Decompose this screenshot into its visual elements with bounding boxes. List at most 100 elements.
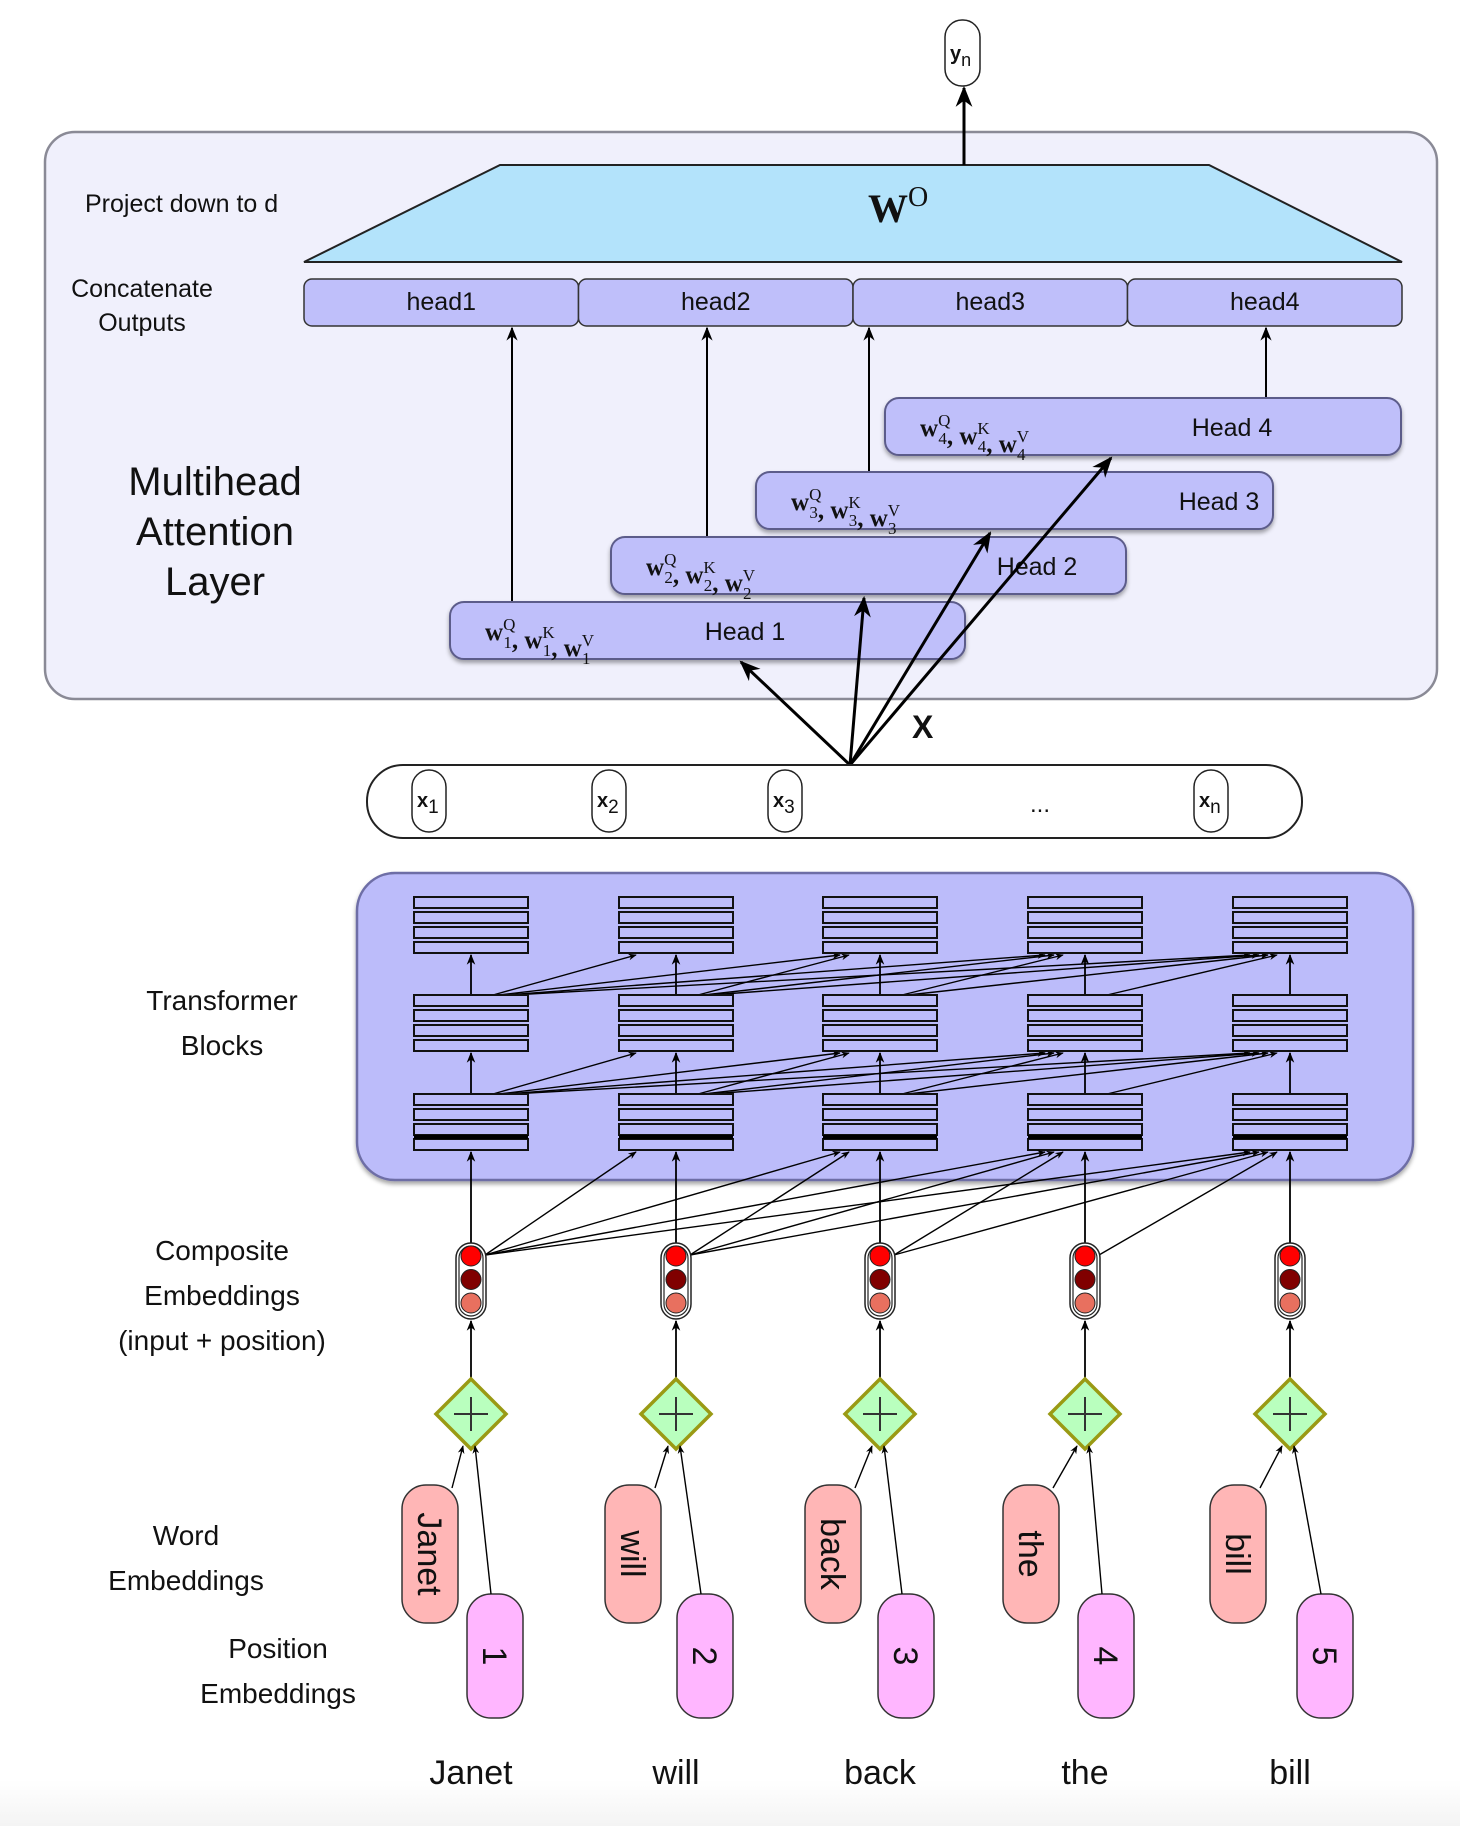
block-bar	[1027, 1024, 1143, 1037]
word-embedding-label: Janet	[410, 1512, 448, 1596]
token-word-label: back	[844, 1754, 917, 1792]
concat-head-1: head1	[303, 278, 580, 327]
word-embedding: Janet	[401, 1484, 459, 1624]
attention-arrow	[901, 953, 1064, 996]
multihead-attention-layer: Project down to d Concatenate Outputs Mu…	[43, 85, 1439, 767]
position-to-adder-arrow	[881, 1445, 903, 1595]
position-embedding-label: 3	[886, 1647, 924, 1666]
output-label: yn	[950, 43, 971, 70]
composite-label-line-1: Composite	[155, 1235, 289, 1266]
block-bar	[618, 941, 734, 954]
block-bar	[1232, 1123, 1348, 1136]
input-token-2: x2	[591, 769, 627, 833]
concat-label-line-1: Concatenate	[71, 275, 213, 303]
block-bar	[1027, 911, 1143, 924]
multihead-title-line-2: Attention	[136, 510, 294, 554]
block-bar	[822, 896, 938, 909]
composite-label-line-2: Embeddings	[144, 1280, 300, 1311]
block-bar	[1232, 1138, 1348, 1151]
embedding-attention-arrow	[484, 1149, 1251, 1256]
token-word-label: the	[1061, 1754, 1108, 1792]
embedding-dot	[869, 1269, 891, 1290]
multihead-title-line-3: Layer	[165, 560, 265, 604]
block-bar	[1027, 926, 1143, 939]
block-bar	[822, 1123, 938, 1136]
attention-arrow	[697, 953, 850, 996]
concat-head-3: head3	[852, 278, 1129, 327]
block-bar	[413, 1039, 529, 1052]
embedding-attention-arrow	[689, 1150, 1055, 1256]
block-bar	[618, 994, 734, 1007]
x-to-head-2-arrow	[848, 595, 871, 766]
block-bar	[822, 994, 938, 1007]
embedding-attention-arrow	[689, 1150, 1260, 1256]
block-bar	[413, 1024, 529, 1037]
attention-arrow	[703, 1050, 1055, 1095]
word-embedding-pill	[401, 1484, 459, 1624]
transformer-block-L2-2	[618, 994, 734, 1052]
embedding-dot	[1074, 1245, 1096, 1267]
block-bar	[822, 1024, 938, 1037]
transformer-block-L1-3	[822, 1093, 938, 1151]
transformer-block-L1-5	[1232, 1093, 1348, 1151]
token-column-3: back 3 back	[804, 1242, 935, 1792]
position-embedding: 1	[466, 1593, 524, 1719]
input-token-1: x1	[411, 769, 447, 833]
transformer-block-L3-2	[618, 896, 734, 954]
input-token-box	[1193, 769, 1229, 833]
attention-arrow	[907, 1050, 1269, 1095]
input-fan-arrows	[739, 456, 1113, 767]
transformer-block-L3-3	[822, 896, 938, 954]
word-to-adder-arrow	[654, 1445, 669, 1489]
block-bar	[413, 1138, 529, 1151]
transformer-block-L2-4	[1027, 994, 1143, 1052]
transformer-block-L3-4	[1027, 896, 1143, 954]
word-embedding-pill	[804, 1484, 862, 1624]
embedding-dot	[460, 1269, 482, 1290]
block-bar	[413, 926, 529, 939]
input-token-label: x3	[773, 790, 795, 818]
embedding-dot	[665, 1245, 687, 1267]
position-embedding: 4	[1077, 1593, 1135, 1719]
position-embeddings-label-line-2: Embeddings	[200, 1678, 356, 1709]
word-to-adder-arrow	[854, 1445, 873, 1489]
block-bar	[413, 896, 529, 909]
block-bar	[1232, 1024, 1348, 1037]
position-embedding-pill	[877, 1593, 935, 1719]
block-bar	[618, 1024, 734, 1037]
embedding-dot	[1279, 1269, 1301, 1290]
composite-embedding	[864, 1242, 896, 1320]
transformer-block-L2-3	[822, 994, 938, 1052]
token-word-label: bill	[1269, 1754, 1311, 1792]
block-bar	[1027, 896, 1143, 909]
attention-arrow	[703, 952, 1055, 996]
word-embedding-label: back	[813, 1518, 851, 1591]
word-embedding-label: bill	[1218, 1533, 1256, 1575]
word-embedding: back	[804, 1484, 862, 1624]
head-box	[884, 397, 1402, 456]
embedding-dot	[665, 1269, 687, 1290]
composite-embedding	[1069, 1242, 1101, 1320]
adder-node	[1047, 1376, 1123, 1452]
block-bar	[1232, 926, 1348, 939]
input-matrix-label: X	[912, 709, 934, 745]
block-bar	[822, 1138, 938, 1151]
position-embedding-pill	[676, 1593, 734, 1719]
composite-embedding	[1274, 1242, 1306, 1320]
embedding-dot	[1279, 1292, 1301, 1314]
concat-head-label: head4	[1230, 288, 1300, 316]
transformer-block-L3-1	[413, 896, 529, 954]
embedding-attention-arrows	[466, 1149, 1295, 1256]
block-bar	[413, 1009, 529, 1022]
input-token-box	[411, 769, 447, 833]
word-to-adder-arrow	[451, 1445, 465, 1489]
adder-node	[1252, 1376, 1328, 1452]
position-to-adder-arrow	[677, 1445, 702, 1595]
